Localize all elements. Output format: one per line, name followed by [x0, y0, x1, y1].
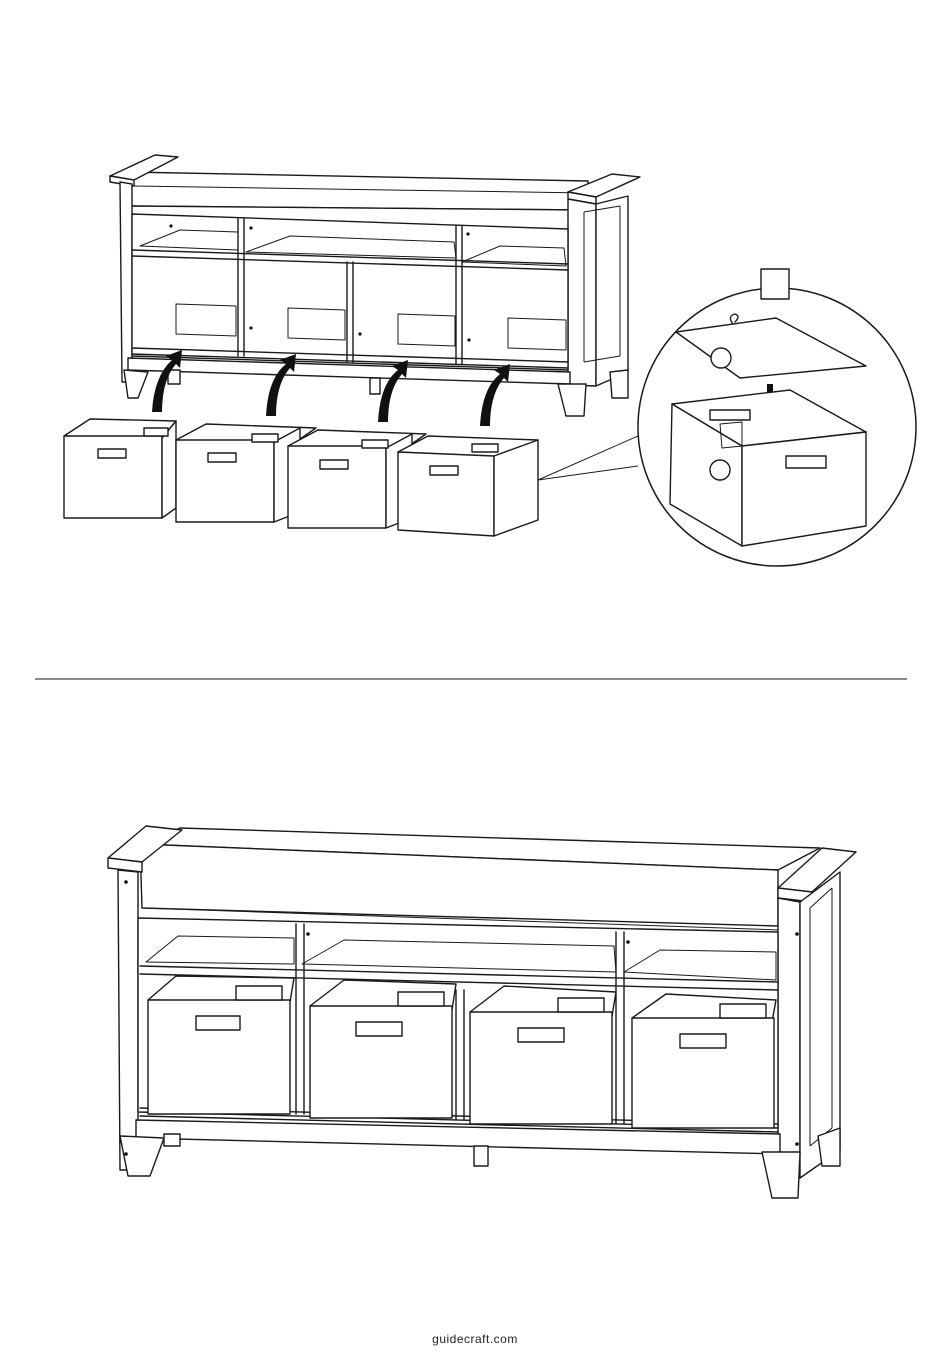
- left-post: [120, 182, 132, 382]
- storage-bin: [148, 976, 294, 1114]
- bench-seat-top: [128, 172, 588, 210]
- storage-bin: [310, 980, 456, 1118]
- bin-front-wall: [742, 432, 866, 546]
- step1-bench: [110, 155, 640, 416]
- footer-website: guidecraft.com: [0, 1332, 950, 1346]
- front-left-leg: [120, 1136, 164, 1176]
- storage-bin: [398, 436, 538, 536]
- front-right-leg: [762, 1152, 800, 1198]
- storage-bin: [632, 994, 776, 1128]
- circle-marker: [711, 348, 731, 368]
- right-post: [778, 898, 800, 1178]
- back-right-leg: [610, 370, 628, 398]
- callout-leader: [538, 436, 638, 480]
- detail-callout: [638, 269, 916, 566]
- storage-bin: [470, 986, 616, 1124]
- bins-row: [64, 419, 538, 536]
- bench-frame: [132, 214, 568, 370]
- storage-bin: [64, 419, 176, 518]
- front-right-leg: [558, 384, 586, 416]
- step-label-box: [761, 269, 789, 299]
- circle-marker: [710, 460, 730, 480]
- left-post: [118, 870, 138, 1170]
- front-left-leg: [124, 370, 148, 398]
- right-post: [568, 199, 596, 386]
